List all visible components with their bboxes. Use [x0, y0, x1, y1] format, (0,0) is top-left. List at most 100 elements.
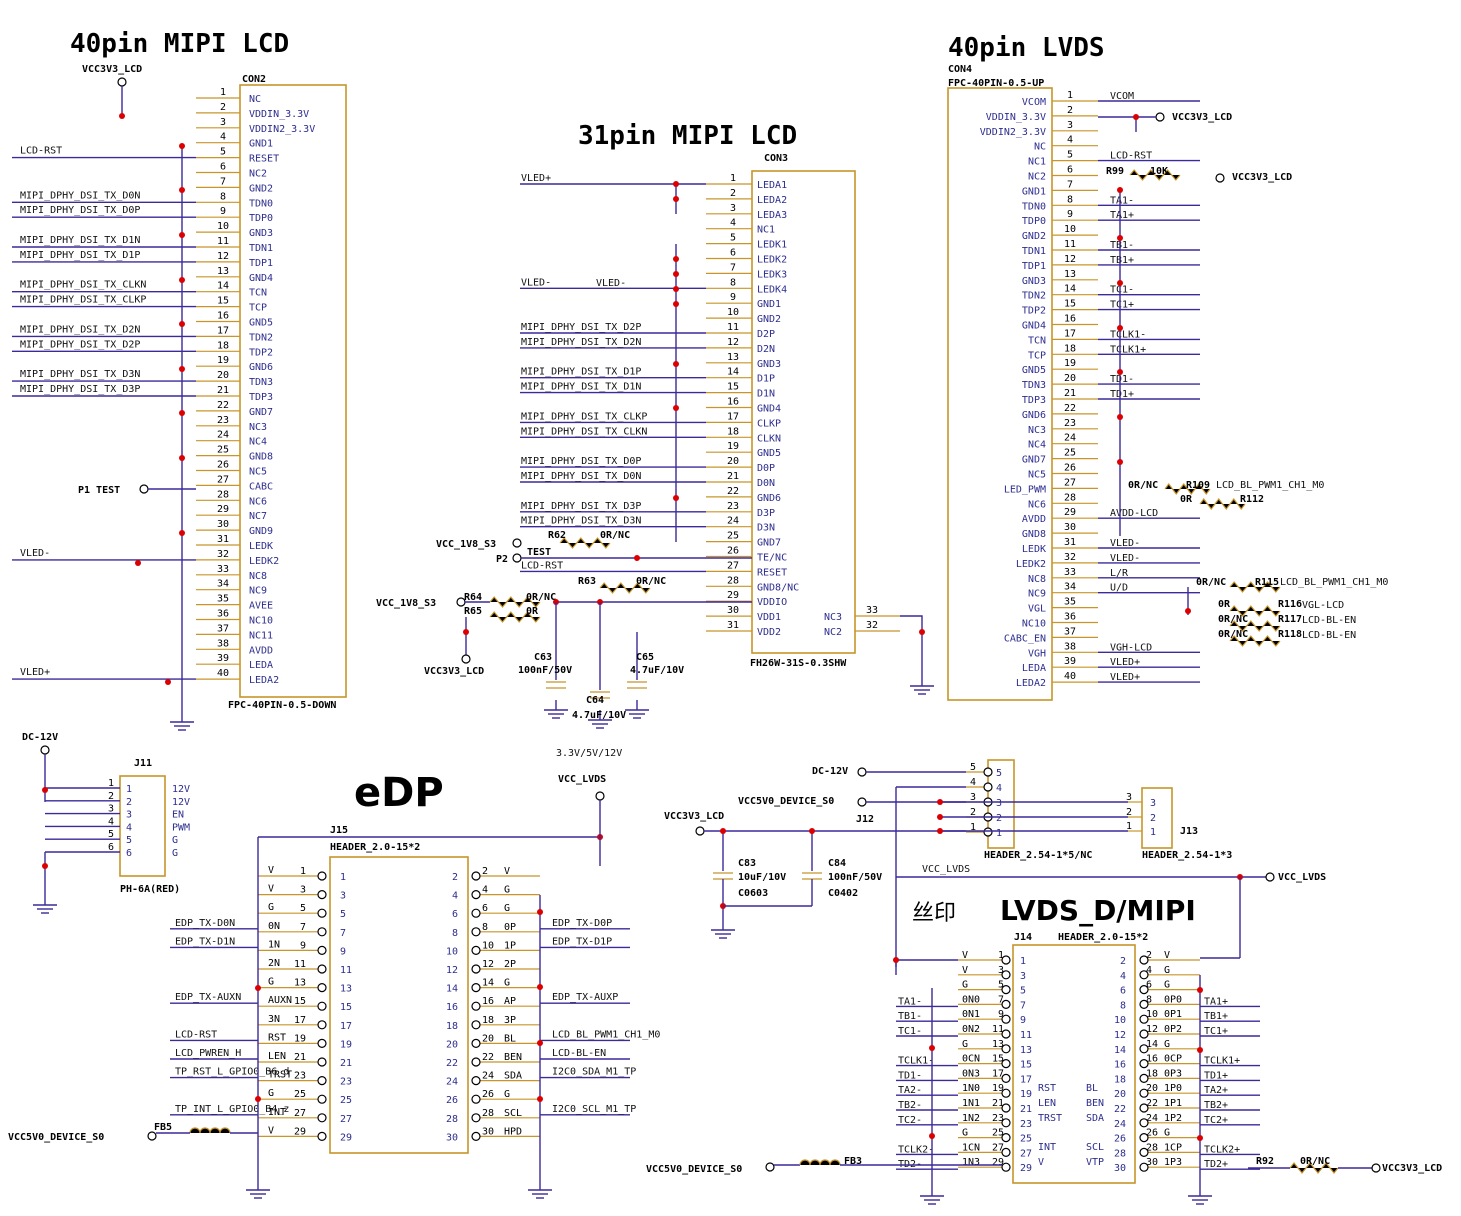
port-circle [1139, 1029, 1149, 1039]
con2-pin-name: NC5 [249, 467, 267, 478]
j15-odd-number: 15 [340, 1002, 352, 1013]
j15-right-name: 3P [504, 1015, 516, 1026]
r64-value: 0R/NC [526, 592, 556, 603]
j12-pin-number: 4 [970, 777, 976, 788]
con3-pin-number: 5 [730, 233, 736, 244]
con3-pin-number: 19 [727, 441, 739, 452]
con4-pin-name: TDN2 [1022, 291, 1046, 302]
j14-inner-left: RST [1038, 1083, 1056, 1094]
j15-left-pin-number: 19 [294, 1033, 306, 1044]
r118-ref: R118 [1278, 629, 1302, 640]
con3-right-pin-name: NC2 [824, 627, 842, 638]
c84-value: 100nF/50V [828, 872, 882, 883]
con2-net-label: MIPI_DPHY_DSI_TX_CLKP [20, 295, 146, 306]
con2-pin-name: RESET [249, 154, 279, 165]
con4-pin-name: LEDA [1022, 663, 1046, 674]
con2-pin-number: 4 [220, 132, 226, 143]
j15-right-name: V [504, 866, 510, 877]
j15-right-pin-number: 14 [482, 978, 494, 989]
con4-pin-number: 7 [1067, 179, 1073, 190]
port-circle [117, 77, 127, 87]
j14-even-number: 12 [1114, 1030, 1126, 1041]
con3-pin-number: 28 [727, 575, 739, 586]
port-circle [1001, 1073, 1011, 1084]
con4-net-label: TD1+ [1110, 389, 1134, 400]
j15-even-number: 10 [446, 946, 458, 957]
con3-pin-number: 6 [730, 248, 736, 259]
con2-pin-number: 27 [217, 474, 229, 485]
con2-pin-number: 3 [220, 117, 226, 128]
j15-right-pin-number: 16 [482, 996, 494, 1007]
j15-odd-number: 23 [340, 1077, 352, 1088]
r63-ref: R63 [578, 576, 596, 587]
j14-right-name: 1CP [1164, 1142, 1182, 1153]
j15-even-number: 6 [452, 909, 458, 920]
junction-dot [673, 405, 679, 411]
j14-left-pin-number: 7 [998, 994, 1004, 1005]
j11-pin-name: G [172, 835, 178, 846]
port-circle [1001, 1147, 1011, 1158]
con3-pin-number: 21 [727, 471, 739, 482]
j14-left-net: TA1- [898, 996, 922, 1007]
j14-even-number: 8 [1120, 1000, 1126, 1011]
j14-left-net: TC2- [898, 1115, 922, 1126]
j14-left-name: G [962, 1039, 968, 1050]
port-circle [857, 797, 867, 807]
con4-net-label: TA1- [1110, 195, 1134, 206]
r99-ref: R99 [1106, 166, 1124, 177]
port-circle [471, 1113, 481, 1123]
con3-pin-number: 23 [727, 501, 739, 512]
j15-left-net: EDP_TX-D1N [175, 936, 235, 947]
con4-net-label: L/R [1110, 568, 1129, 579]
port-circle [1139, 1132, 1149, 1143]
j12-part: HEADER_2.54-1*5/NC [984, 850, 1092, 861]
con4-pin-number: 12 [1064, 254, 1076, 265]
port-circle [1001, 1088, 1011, 1098]
j14-left-name: 0N2 [962, 1024, 980, 1035]
con2-net-label: MIPI_DPHY_DSI_TX_D0N [20, 190, 140, 201]
j14-right-pin-number: 10 [1146, 1009, 1158, 1020]
con3-vcc3v3: VCC3V3_LCD [424, 666, 484, 677]
j12-inner-number: 4 [996, 783, 1002, 794]
port-circle [1265, 872, 1275, 882]
con4-part: FPC-40PIN-0.5-UP [948, 78, 1044, 89]
port-circle [983, 827, 993, 837]
j15-odd-number: 27 [340, 1114, 352, 1125]
j15-right-name: G [504, 978, 510, 989]
j14-right-name: 1P3 [1164, 1157, 1182, 1168]
con3-pin-name: VDD2 [757, 627, 781, 638]
j14-inner-left: INT [1038, 1142, 1056, 1153]
con3-pin-number: 10 [727, 307, 739, 318]
j15-left-net: TP_INT_L_GPIO0_B4_z [175, 1104, 289, 1115]
con2-pin-number: 38 [217, 638, 229, 649]
con4-pin-number: 24 [1064, 433, 1076, 444]
con3-pin-name: VDDIO [757, 597, 787, 608]
con2-pin-number: 36 [217, 609, 229, 620]
con2-pin-number: 5 [220, 147, 226, 158]
j15-right-net: EDP_TX-AUXP [552, 992, 618, 1003]
con2-net-label: MIPI_DPHY_DSI_TX_D3P [20, 384, 140, 395]
j13-pin-number: 3 [1126, 792, 1132, 803]
j15-right-net: I2C0_SDA_M1_TP [552, 1067, 636, 1078]
con3-pin-name: D3P [757, 508, 775, 519]
con4-pin-name: TDP2 [1022, 306, 1046, 317]
j14-left-pin-number: 9 [998, 1009, 1004, 1020]
j15-even-number: 22 [446, 1058, 458, 1069]
j15-right-name: BL [504, 1033, 516, 1044]
port-circle [595, 791, 605, 801]
con2-net-label: MIPI_DPHY_DSI_TX_D2P [20, 339, 140, 350]
j14-right-name: G [1164, 980, 1170, 991]
con4-pin-number: 10 [1064, 224, 1076, 235]
port-circle [1001, 1118, 1011, 1128]
con3-pin-number: 20 [727, 456, 739, 467]
j14-left-name: 1N0 [962, 1083, 980, 1094]
con2-pin-name: GND3 [249, 228, 273, 239]
port-circle [1139, 1118, 1149, 1128]
con3-pin-name: GND2 [757, 314, 781, 325]
j15-left-name: RST [268, 1032, 286, 1043]
con2-pin-number: 39 [217, 653, 229, 664]
r109-ref: R109 [1186, 480, 1210, 491]
port-circle [317, 871, 327, 881]
